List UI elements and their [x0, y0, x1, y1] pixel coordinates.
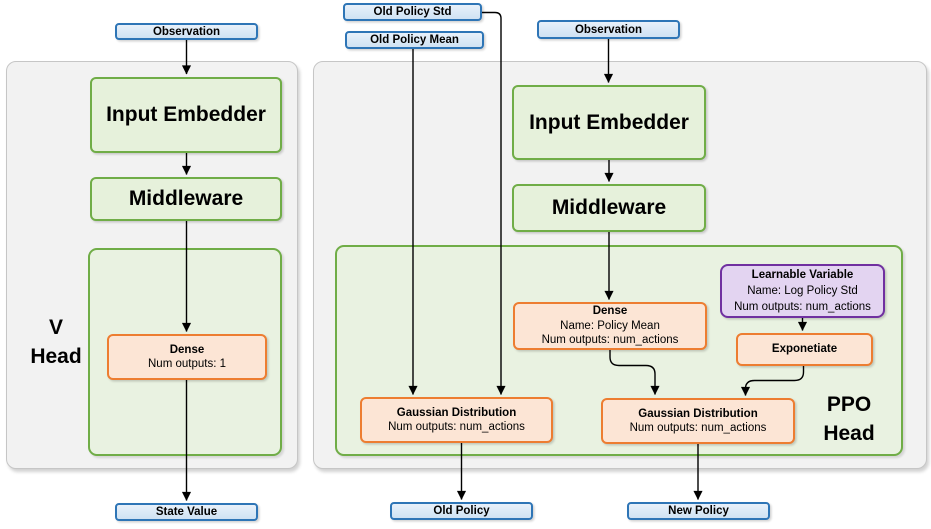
input-embedder-label-ppo: Input Embedder — [529, 110, 689, 134]
new-policy-node: New Policy — [627, 502, 770, 520]
old-policy-std-label: Old Policy Std — [373, 6, 452, 18]
middleware-node-ppo: Middleware — [512, 184, 706, 232]
learnable-variable-title: Learnable Variable — [751, 269, 854, 281]
gaussian-new-outputs: Num outputs: num_actions — [629, 422, 767, 434]
gaussian-old-outputs: Num outputs: num_actions — [388, 421, 525, 433]
middleware-node-v: Middleware — [90, 177, 282, 221]
dense-title-ppo: Dense — [592, 305, 628, 318]
old-policy-std-node: Old Policy Std — [343, 3, 482, 21]
middleware-label-ppo: Middleware — [551, 196, 667, 219]
gaussian-new-title: Gaussian Distribution — [638, 407, 758, 420]
connector-old-policy-std-to-gaussian-old — [482, 11, 506, 395]
dense-node-ppo: Dense Name: Policy Mean Num outputs: num… — [513, 302, 707, 350]
exponetiate-node: Exponetiate — [736, 333, 873, 366]
old-policy-mean-label: Old Policy Mean — [370, 34, 459, 46]
dense-node-v: Dense Num outputs: 1 — [107, 334, 267, 380]
learnable-variable-node: Learnable Variable Name: Log Policy Std … — [720, 264, 885, 318]
observation-node-ppo: Observation — [537, 20, 680, 39]
state-value-label: State Value — [155, 506, 218, 518]
old-policy-mean-node: Old Policy Mean — [345, 31, 484, 49]
exponetiate-label: Exponetiate — [771, 343, 838, 356]
gaussian-old-title: Gaussian Distribution — [396, 406, 517, 419]
dense-name-ppo: Name: Policy Mean — [560, 319, 660, 332]
observation-label-ppo: Observation — [574, 23, 643, 36]
gaussian-distribution-old-node: Gaussian Distribution Num outputs: num_a… — [360, 397, 553, 443]
new-policy-label: New Policy — [668, 505, 729, 517]
old-policy-node: Old Policy — [390, 502, 533, 520]
input-embedder-node-v: Input Embedder — [90, 77, 282, 153]
gaussian-distribution-new-node: Gaussian Distribution Num outputs: num_a… — [601, 398, 795, 444]
old-policy-label: Old Policy — [433, 505, 490, 517]
input-embedder-label-v: Input Embedder — [106, 103, 266, 126]
connector-dense-to-gaussian-new — [609, 350, 660, 395]
middleware-label-v: Middleware — [128, 187, 244, 210]
dense-title-v: Dense — [169, 343, 205, 356]
learnable-variable-name: Name: Log Policy Std — [747, 285, 858, 297]
connector-exponetiate-to-gaussian-new — [740, 366, 805, 396]
dense-outputs-ppo: Num outputs: num_actions — [541, 334, 679, 347]
v-head-title: V Head — [12, 313, 100, 371]
ppo-head-title-line1: PPO — [826, 393, 872, 416]
observation-node-v: Observation — [115, 23, 258, 40]
state-value-node: State Value — [115, 503, 258, 521]
ppo-head-title: PPO Head — [803, 390, 895, 448]
v-head-title-line2: Head — [30, 345, 82, 368]
learnable-variable-outputs: Num outputs: num_actions — [734, 301, 871, 313]
dense-outputs-v: Num outputs: 1 — [148, 358, 226, 370]
input-embedder-node-ppo: Input Embedder — [512, 85, 706, 160]
observation-label-v: Observation — [152, 25, 221, 38]
ppo-head-title-line2: Head — [823, 422, 875, 445]
v-head-title-line1: V — [48, 316, 63, 339]
